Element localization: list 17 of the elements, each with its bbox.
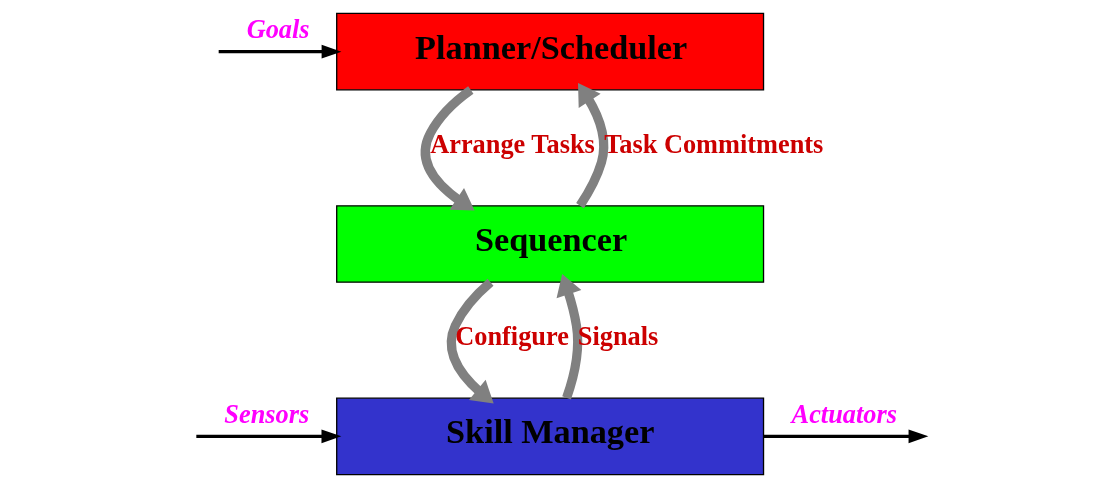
- arrow: [576, 82, 609, 209]
- edge-label: Configure: [455, 322, 569, 352]
- edge-label: Actuators: [791, 400, 897, 430]
- edge-label: Arrange Tasks: [430, 130, 595, 160]
- arrow: [218, 44, 342, 59]
- edge-label: Task Commitments: [604, 130, 824, 160]
- edge-label: Signals: [577, 322, 659, 352]
- node-box: Sequencer: [336, 205, 765, 283]
- arrow: [763, 429, 929, 444]
- edge-label: Sensors: [224, 400, 310, 430]
- arrow: [196, 429, 342, 444]
- arrow: [446, 278, 494, 404]
- node-box: Skill Manager: [336, 397, 765, 476]
- arrow: [420, 86, 475, 211]
- edge-label: Goals: [246, 15, 310, 45]
- arrow: [556, 273, 583, 400]
- node-box: Planner/Scheduler: [336, 12, 765, 91]
